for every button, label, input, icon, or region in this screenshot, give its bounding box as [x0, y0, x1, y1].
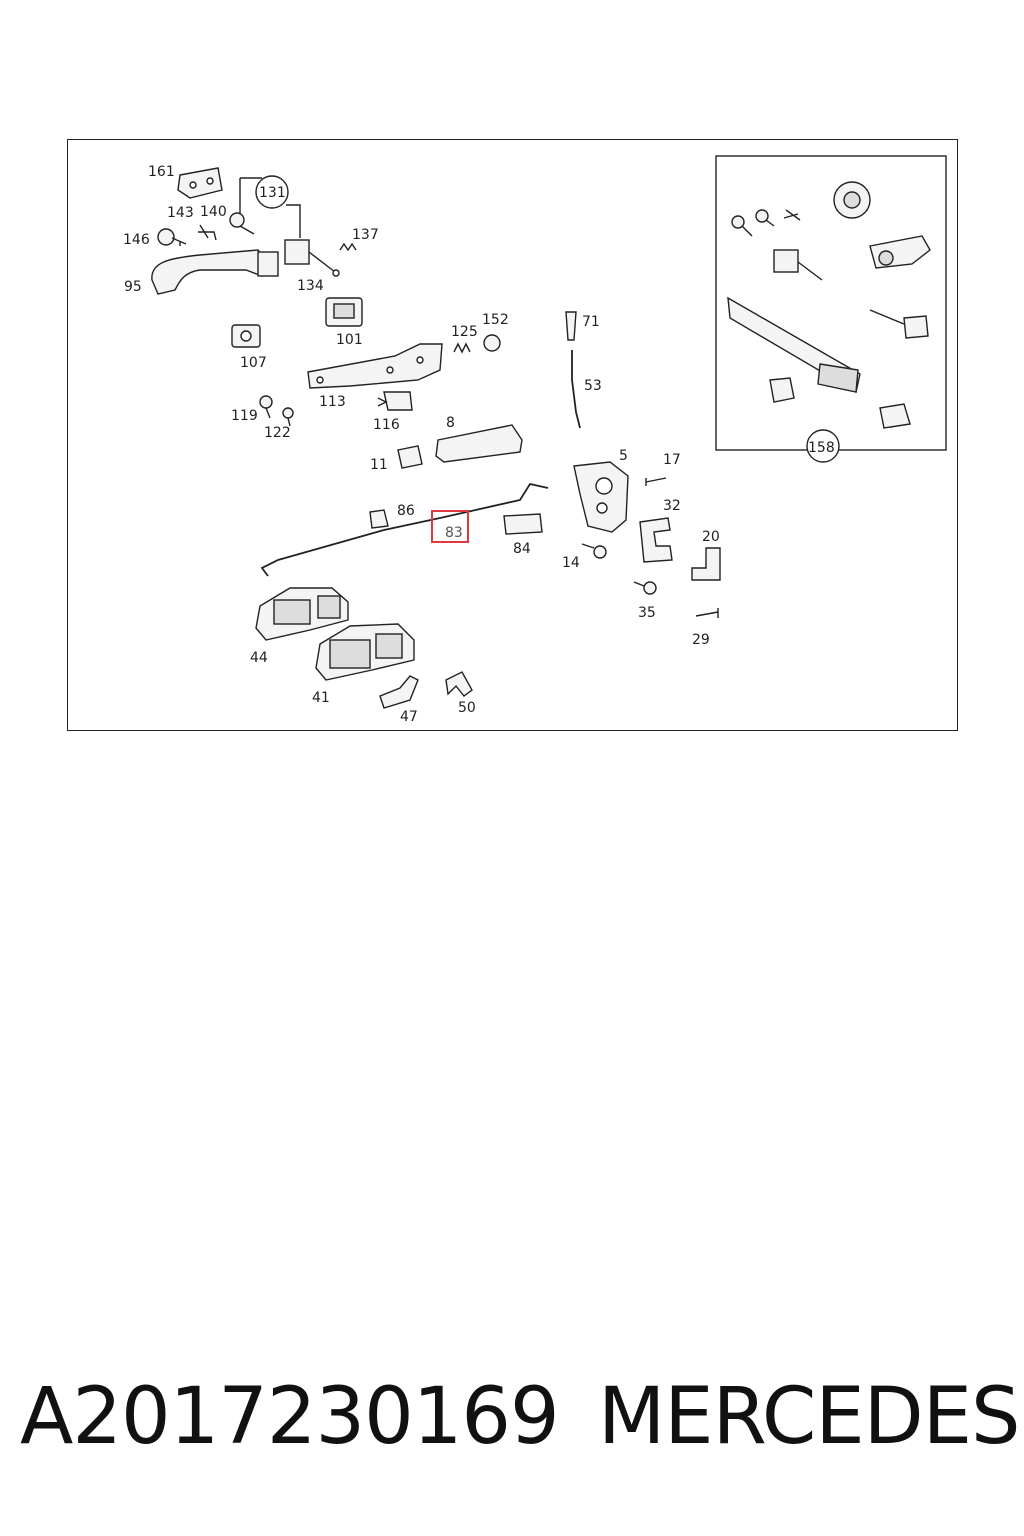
part-number: A2017230169 [20, 1372, 560, 1462]
inset-box [715, 155, 947, 451]
part-84-clip [503, 513, 543, 535]
callout-113: 113 [319, 394, 346, 410]
callout-137: 137 [352, 227, 379, 243]
callout-17: 17 [663, 452, 681, 468]
part-107-clip [231, 324, 261, 348]
part-125-spring [453, 342, 471, 354]
callout-161: 161 [148, 164, 175, 180]
part-14-screw [581, 543, 607, 559]
callout-8: 8 [446, 415, 455, 431]
part-134-lock [284, 239, 340, 277]
diagram-frame [67, 139, 958, 731]
part-116-spring-clip [377, 391, 413, 411]
callout-83: 83 [445, 525, 463, 541]
callout-50: 50 [458, 700, 476, 716]
callout-53: 53 [584, 378, 602, 394]
part-5-lock [573, 461, 629, 533]
part-50-cap [445, 671, 473, 697]
part-47-handle [379, 675, 419, 709]
part-83-rod [260, 482, 549, 577]
callout-20: 20 [702, 529, 720, 545]
part-86-clip [369, 509, 389, 529]
brand-name: MERCEDES [598, 1372, 1020, 1462]
callout-134: 134 [297, 278, 324, 294]
callout-14: 14 [562, 555, 580, 571]
callout-140: 140 [200, 204, 227, 220]
part-11-clip [397, 445, 423, 469]
part-143-key [198, 224, 217, 241]
part-20-striker [691, 547, 721, 581]
callout-101: 101 [336, 332, 363, 348]
callout-47: 47 [400, 709, 418, 725]
part-113-frame [307, 343, 443, 389]
callout-152: 152 [482, 312, 509, 328]
callout-119: 119 [231, 408, 258, 424]
part-53-rod [571, 350, 581, 429]
part-140-key [229, 212, 255, 235]
part-29-screw [695, 608, 719, 618]
part-95-handle [151, 249, 279, 295]
callout-116: 116 [373, 417, 400, 433]
part-35-screw [633, 581, 657, 595]
callout-44: 44 [250, 650, 268, 666]
part-44-housing [255, 587, 349, 641]
part-119-122-screws [259, 395, 294, 427]
footer: A2017230169 MERCEDES [0, 1372, 1024, 1472]
part-137-spring [339, 242, 357, 252]
callout-146: 146 [123, 232, 150, 248]
callout-29: 29 [692, 632, 710, 648]
callout-107: 107 [240, 355, 267, 371]
callout-84: 84 [513, 541, 531, 557]
inset-parts [727, 181, 931, 429]
callout-32: 32 [663, 498, 681, 514]
callout-86: 86 [397, 503, 415, 519]
part-8-trim [435, 424, 523, 463]
callout-71: 71 [582, 314, 600, 330]
part-41-housing [315, 623, 415, 681]
callout-95: 95 [124, 279, 142, 295]
callout-35: 35 [638, 605, 656, 621]
part-17-screw [645, 477, 667, 486]
callout-41: 41 [312, 690, 330, 706]
part-32-bracket [639, 517, 673, 563]
callout-125: 125 [451, 324, 478, 340]
part-152-cap [483, 334, 501, 352]
callout-143: 143 [167, 205, 194, 221]
callout-131: 131 [259, 185, 286, 201]
callout-158: 158 [808, 440, 835, 456]
part-161-plate [177, 167, 223, 199]
part-146-key [157, 228, 187, 246]
callout-11: 11 [370, 457, 388, 473]
highlight-box [431, 510, 469, 543]
part-101-bezel [325, 297, 363, 327]
callout-5: 5 [619, 448, 628, 464]
part-71-knob [565, 311, 577, 341]
callout-122: 122 [264, 425, 291, 441]
